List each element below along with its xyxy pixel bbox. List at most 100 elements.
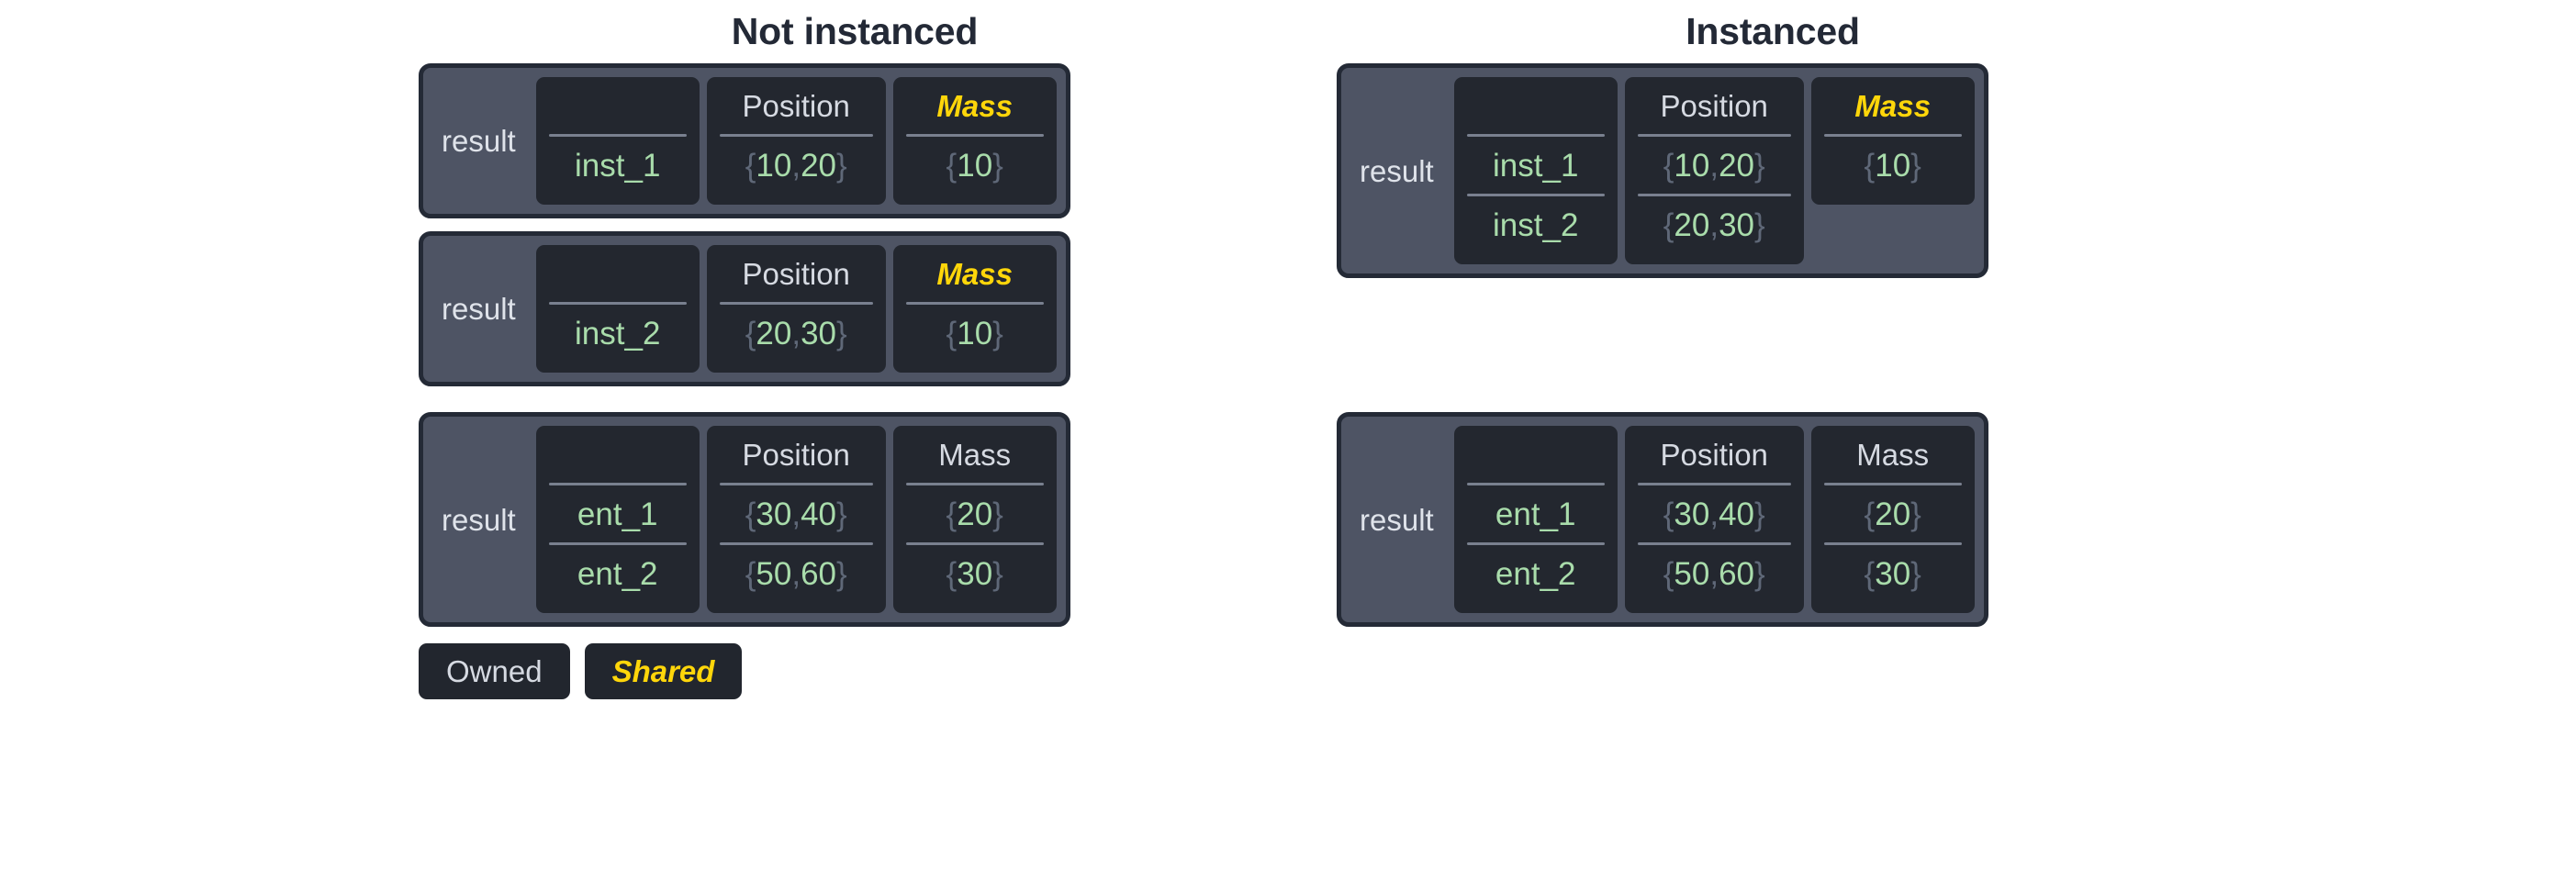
- legend-item-owned: Owned: [419, 643, 570, 699]
- card-label: result: [1360, 502, 1434, 537]
- field-header: Position: [742, 437, 850, 472]
- field-header: Mass: [938, 437, 1012, 472]
- field-header: [547, 426, 689, 483]
- card-label: result: [442, 124, 516, 158]
- field-header: Mass: [1854, 88, 1931, 123]
- field-header: [547, 245, 689, 302]
- field-divider: [719, 302, 873, 305]
- field-header: Mass: [1856, 437, 1930, 472]
- field-divider: [719, 483, 873, 485]
- field-divider: [548, 542, 687, 545]
- field-header: [547, 77, 689, 134]
- field-divider: [1823, 483, 1962, 485]
- field-divider: [1637, 483, 1791, 485]
- card-label: result: [442, 292, 516, 326]
- field-divider: [905, 542, 1044, 545]
- legend-item-shared: Shared: [584, 643, 743, 699]
- field-header: [1465, 426, 1607, 483]
- field-divider: [905, 483, 1044, 485]
- field-divider: [548, 134, 687, 137]
- field-header: Position: [742, 256, 850, 291]
- field-header: [1465, 77, 1607, 134]
- field-divider: [548, 483, 687, 485]
- field-divider: [905, 134, 1044, 137]
- field-divider: [1637, 194, 1791, 196]
- field-divider: [719, 134, 873, 137]
- column-title-instanced: Instanced: [1686, 10, 1860, 52]
- field-divider: [548, 302, 687, 305]
- field-header: Position: [742, 88, 850, 123]
- field-header: Position: [1660, 437, 1768, 472]
- field-divider: [1466, 483, 1605, 485]
- field-divider: [1823, 134, 1962, 137]
- card-label: result: [442, 502, 516, 537]
- field-divider: [1637, 134, 1791, 137]
- field-divider: [1466, 134, 1605, 137]
- column-title-not-instanced: Not instanced: [731, 10, 979, 52]
- field-divider: [1637, 542, 1791, 545]
- field-header: Position: [1660, 88, 1768, 123]
- field-header: Mass: [936, 256, 1013, 291]
- field-divider: [719, 542, 873, 545]
- field-divider: [1823, 542, 1962, 545]
- field-divider: [905, 302, 1044, 305]
- field-header: Mass: [936, 88, 1013, 123]
- field-divider: [1466, 194, 1605, 196]
- field-divider: [1466, 542, 1605, 545]
